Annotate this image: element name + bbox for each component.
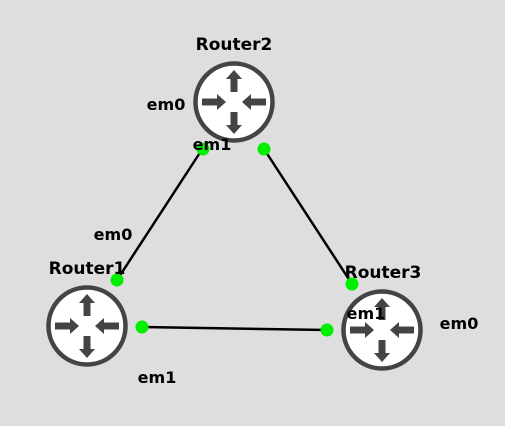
- port-router3-em0[interactable]: [320, 323, 334, 337]
- link-router2-router3[interactable]: [262, 148, 354, 285]
- router-node-router1[interactable]: [46, 285, 128, 367]
- router-label-router3: Router3: [345, 263, 422, 283]
- ports: [110, 142, 359, 337]
- interface-label-router3-em0: em0: [440, 314, 479, 333]
- router-label-router1: Router1: [49, 259, 126, 279]
- router-node-router3[interactable]: [341, 289, 423, 371]
- port-router2-em0[interactable]: [257, 142, 271, 156]
- link-router2-router1[interactable]: [115, 147, 205, 281]
- port-router3-em1[interactable]: [345, 277, 359, 291]
- port-router1-em0[interactable]: [110, 273, 124, 287]
- port-router2-em1[interactable]: [196, 142, 210, 156]
- interface-label-router2-em1: em1: [193, 135, 232, 154]
- router-node-router2[interactable]: [193, 61, 275, 143]
- interface-label-router1-em1: em1: [138, 368, 177, 387]
- port-router1-em1[interactable]: [135, 320, 149, 334]
- interface-label-router2-em0: em0: [147, 95, 186, 114]
- router-label-router2: Router2: [196, 35, 273, 55]
- interface-label-router3-em1: em1: [347, 304, 386, 323]
- link-router1-router3[interactable]: [141, 325, 328, 332]
- links: [115, 147, 354, 332]
- interface-label-router1-em0: em0: [94, 225, 133, 244]
